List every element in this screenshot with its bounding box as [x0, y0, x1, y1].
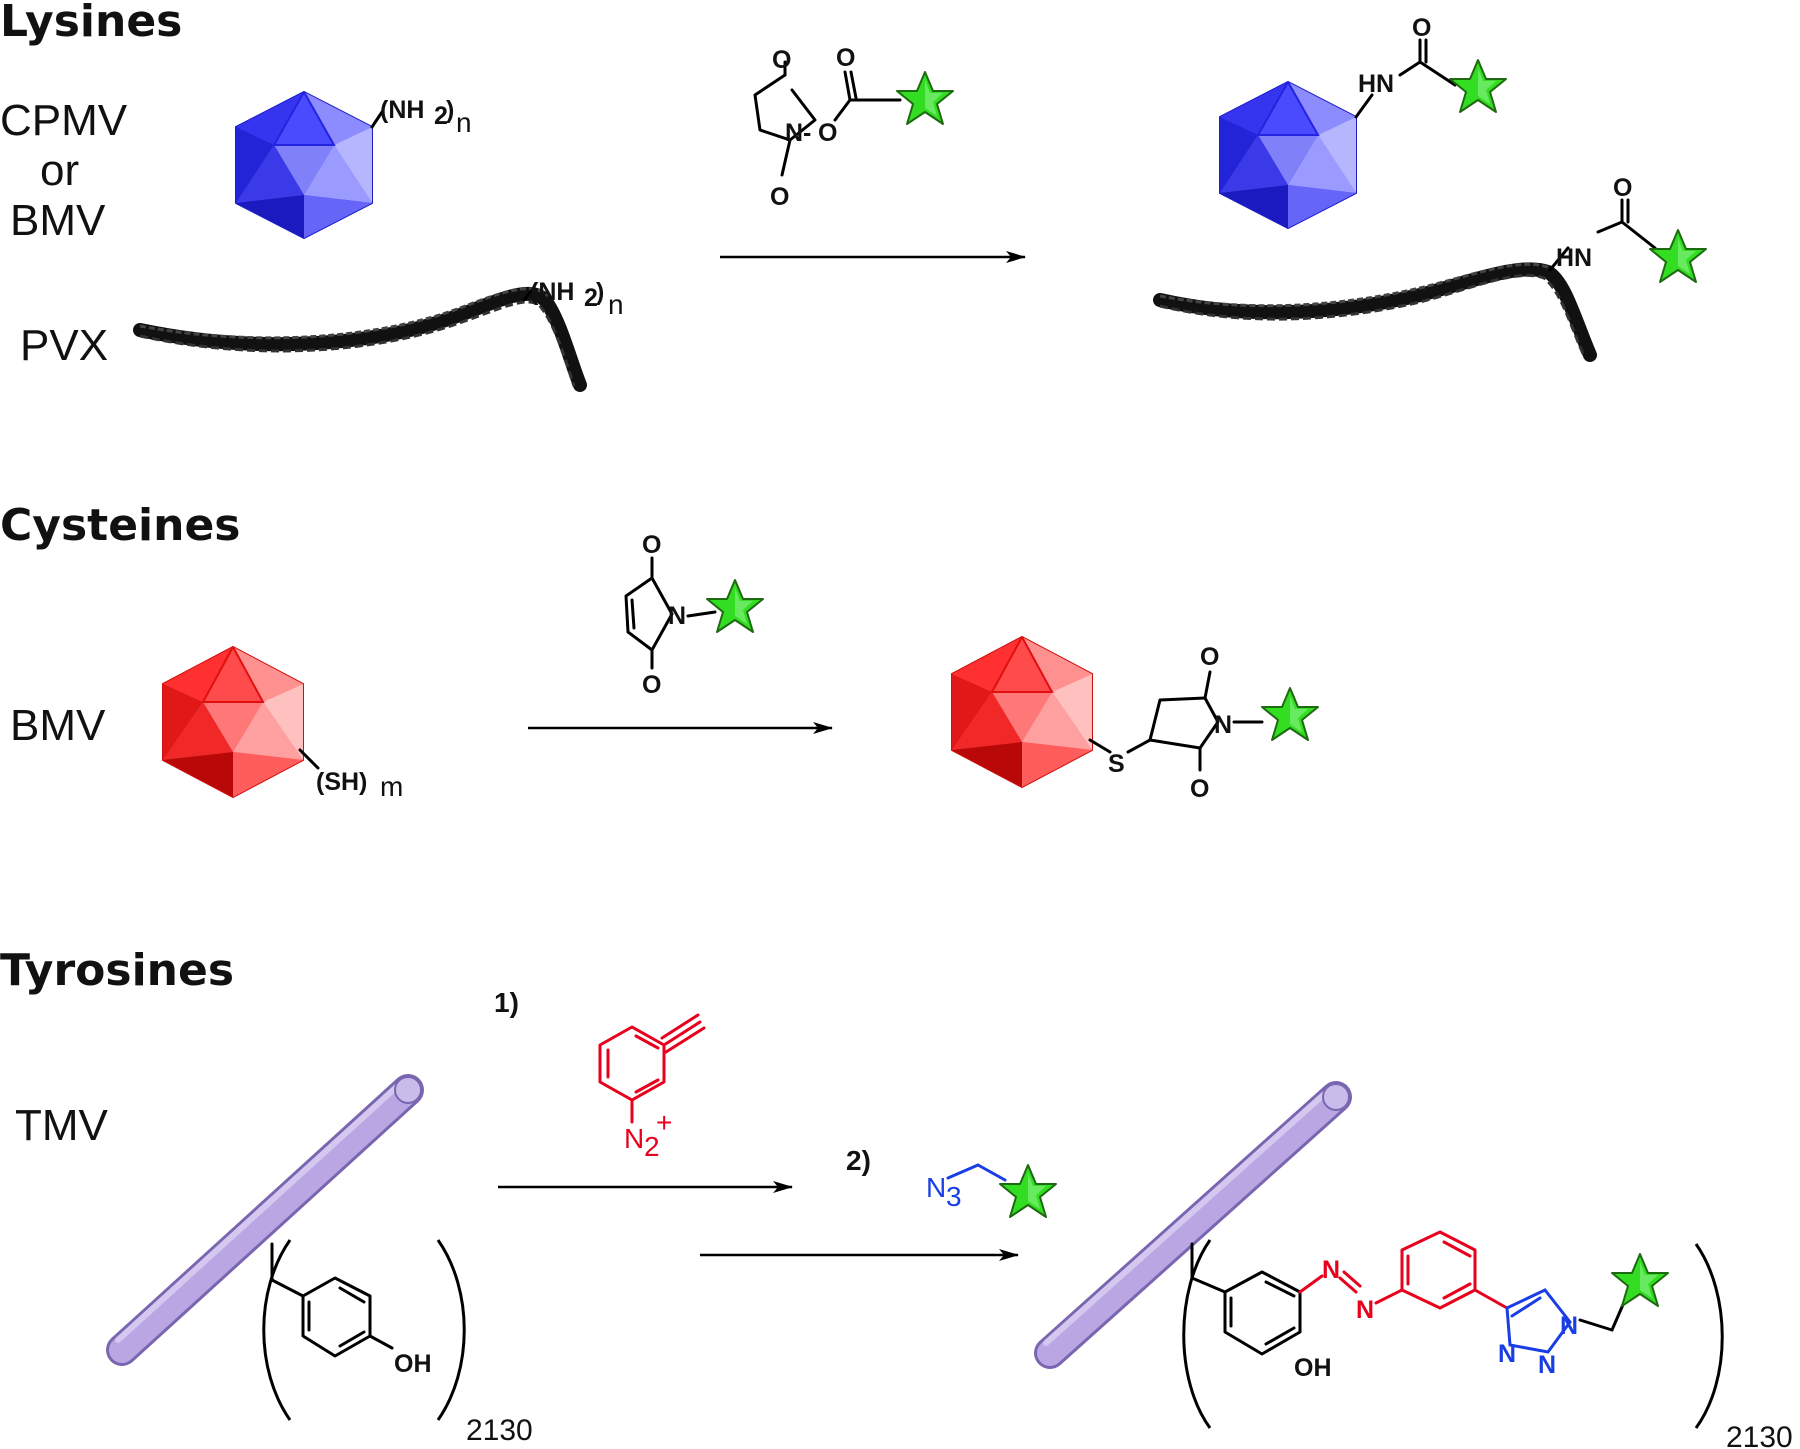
tyrosine-azo-triazole-conjugate: OH N N N N N	[1190, 1230, 1669, 1382]
section-title-lysines: Lysines	[0, 0, 182, 47]
svg-text:(NH: (NH	[380, 96, 424, 124]
rigid-rod-icon	[1034, 1081, 1352, 1369]
svg-text:N: N	[624, 1123, 644, 1154]
svg-text:3: 3	[946, 1181, 962, 1212]
svg-text:O: O	[772, 46, 791, 74]
repeat-count: 2130	[466, 1414, 533, 1447]
svg-text:N: N	[1356, 1296, 1374, 1324]
section-tyrosines: Tyrosines TMV 1) 2) OH 2130	[0, 945, 1793, 1449]
svg-text:O: O	[642, 531, 661, 559]
virus-label-bmv-cys: BMV	[10, 701, 106, 750]
svg-text:O: O	[1190, 775, 1209, 803]
svg-text:+: +	[656, 1107, 672, 1138]
section-cysteines: Cysteines BMV (SH) m O O	[0, 500, 1319, 803]
fluorophore-star-icon	[706, 579, 764, 633]
svg-text:N: N	[785, 119, 803, 147]
svg-text:N: N	[1322, 1256, 1340, 1284]
diazonium-reagent: N 2 +	[598, 1013, 706, 1162]
svg-text:O: O	[1613, 174, 1632, 202]
svg-text:O: O	[642, 671, 661, 699]
svg-text:-: -	[803, 119, 811, 147]
svg-text:N: N	[926, 1172, 946, 1203]
fluorophore-star-icon	[1649, 229, 1707, 283]
icosahedron-icon	[951, 635, 1093, 789]
icosahedron-icon	[1219, 80, 1357, 230]
flexible-rod-icon	[133, 286, 587, 392]
flexible-rod-icon	[1153, 262, 1597, 362]
repeat-bracket-right	[1694, 1243, 1724, 1429]
svg-text:OH: OH	[1294, 1354, 1332, 1382]
svg-text:(NH: (NH	[530, 278, 574, 306]
fluorophore-star-icon	[1449, 59, 1507, 113]
svg-text:HN: HN	[1358, 70, 1394, 98]
amine-group-pvx: (NH 2 ) n	[522, 278, 624, 320]
svg-text:S: S	[1108, 750, 1125, 778]
fluorophore-star-icon	[1611, 1253, 1669, 1307]
svg-text:2: 2	[434, 102, 448, 130]
amide-linkage-pvx: HN O	[1548, 174, 1707, 283]
virus-label-bmv: BMV	[10, 196, 106, 245]
svg-text:): )	[596, 278, 604, 306]
nhs-ester-reagent: O O N - O O	[753, 44, 954, 211]
svg-text:n: n	[456, 107, 472, 138]
repeat-bracket-right	[436, 1239, 466, 1421]
svg-text:(SH): (SH)	[316, 768, 367, 796]
svg-text:O: O	[1200, 643, 1219, 671]
virus-label-cpmv: CPMV	[0, 96, 128, 145]
svg-text:2: 2	[584, 284, 598, 312]
repeat-count: 2130	[1726, 1421, 1793, 1449]
svg-text:): )	[446, 96, 454, 124]
svg-text:O: O	[818, 119, 837, 147]
icosahedron-icon	[162, 645, 304, 799]
thiosuccinimide-linkage: S O O N	[1088, 643, 1319, 803]
repeat-bracket-left	[262, 1239, 292, 1421]
tyrosine-phenol: OH	[270, 1242, 432, 1378]
svg-text:N: N	[668, 602, 686, 630]
svg-text:OH: OH	[394, 1350, 432, 1378]
svg-text:O: O	[1412, 14, 1431, 42]
rigid-rod-icon	[106, 1074, 424, 1366]
amide-linkage: HN O	[1354, 14, 1507, 119]
svg-text:N: N	[1560, 1312, 1578, 1340]
svg-text:2: 2	[644, 1131, 660, 1162]
thiol-group: (SH) m	[298, 748, 403, 802]
amine-group: (NH 2 ) n	[370, 96, 472, 138]
svg-text:N: N	[1498, 1340, 1516, 1368]
repeat-bracket-left	[1182, 1239, 1212, 1429]
svg-text:O: O	[836, 44, 855, 72]
svg-text:O: O	[770, 183, 789, 211]
virus-label-or: or	[40, 146, 79, 195]
step-label-2: 2)	[846, 1145, 871, 1176]
maleimide-reagent: O O N	[624, 531, 764, 699]
virus-label-tmv: TMV	[15, 1101, 109, 1150]
svg-text:m: m	[380, 771, 403, 802]
section-lysines: Lysines CPMV or BMV PVX (NH 2 ) n	[0, 0, 1707, 392]
fluorophore-star-icon	[1261, 687, 1319, 741]
fluorophore-star-icon	[896, 71, 954, 125]
svg-text:N: N	[1538, 1351, 1556, 1379]
section-title-tyrosines: Tyrosines	[0, 945, 234, 996]
step-label-1: 1)	[494, 987, 519, 1018]
svg-text:HN: HN	[1556, 244, 1592, 272]
azide-reagent: N 3	[926, 1163, 1057, 1218]
svg-text:N: N	[1214, 711, 1232, 739]
section-title-cysteines: Cysteines	[0, 500, 240, 551]
virus-label-pvx: PVX	[20, 321, 108, 370]
fluorophore-star-icon	[999, 1164, 1057, 1218]
icosahedron-icon	[235, 90, 373, 240]
svg-text:n: n	[608, 289, 624, 320]
